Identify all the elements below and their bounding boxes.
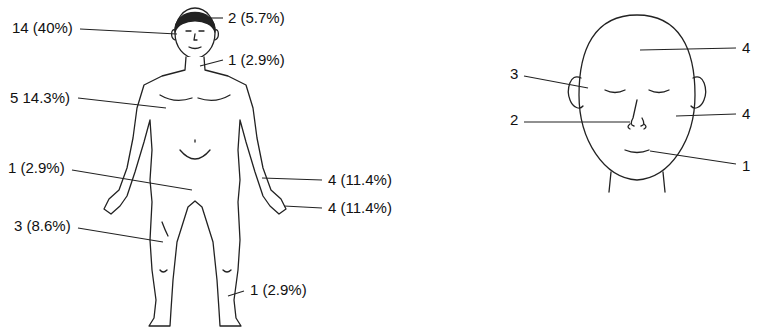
- leader-line: [192, 17, 223, 18]
- leader-line: [524, 121, 630, 122]
- callout-label: 1: [742, 158, 750, 174]
- callout-label: 4 (11.4%): [328, 200, 392, 216]
- leader-line: [640, 48, 736, 50]
- body-face: [186, 31, 204, 49]
- face-eyes: [605, 90, 669, 93]
- leader-line: [676, 114, 736, 116]
- callout-label: 14 (40%): [12, 20, 73, 36]
- body-head: [175, 8, 215, 58]
- callout-label: 1 (2.9%): [250, 282, 307, 298]
- callout-label: 4: [742, 40, 750, 56]
- callout-label: 4: [742, 106, 750, 122]
- leader-line: [72, 170, 192, 190]
- callout-label: 5 14.3%): [10, 90, 70, 106]
- leader-line: [524, 76, 588, 88]
- leader-line: [284, 206, 322, 208]
- callout-label: 2 (5.7%): [228, 10, 285, 26]
- leader-line: [78, 98, 166, 108]
- face-ears: [568, 77, 705, 108]
- callout-label: 3: [510, 66, 518, 82]
- callout-label: 3 (8.6%): [14, 218, 71, 234]
- face-mouth: [625, 150, 649, 153]
- face-neck: [609, 172, 665, 192]
- leader-line: [262, 178, 322, 180]
- leader-line: [78, 228, 163, 242]
- body-details: [160, 95, 231, 272]
- leader-line: [80, 29, 177, 34]
- callout-label: 4 (11.4%): [328, 172, 392, 188]
- callout-label: 1 (2.9%): [228, 52, 285, 68]
- leader-line: [228, 291, 244, 296]
- leader-lines: [72, 18, 736, 296]
- body-hair: [175, 13, 215, 33]
- callout-label: 1 (2.9%): [8, 160, 65, 176]
- callout-label: 2: [510, 112, 518, 128]
- face-nose: [628, 100, 646, 129]
- leader-line: [650, 151, 736, 164]
- leader-line: [200, 60, 223, 66]
